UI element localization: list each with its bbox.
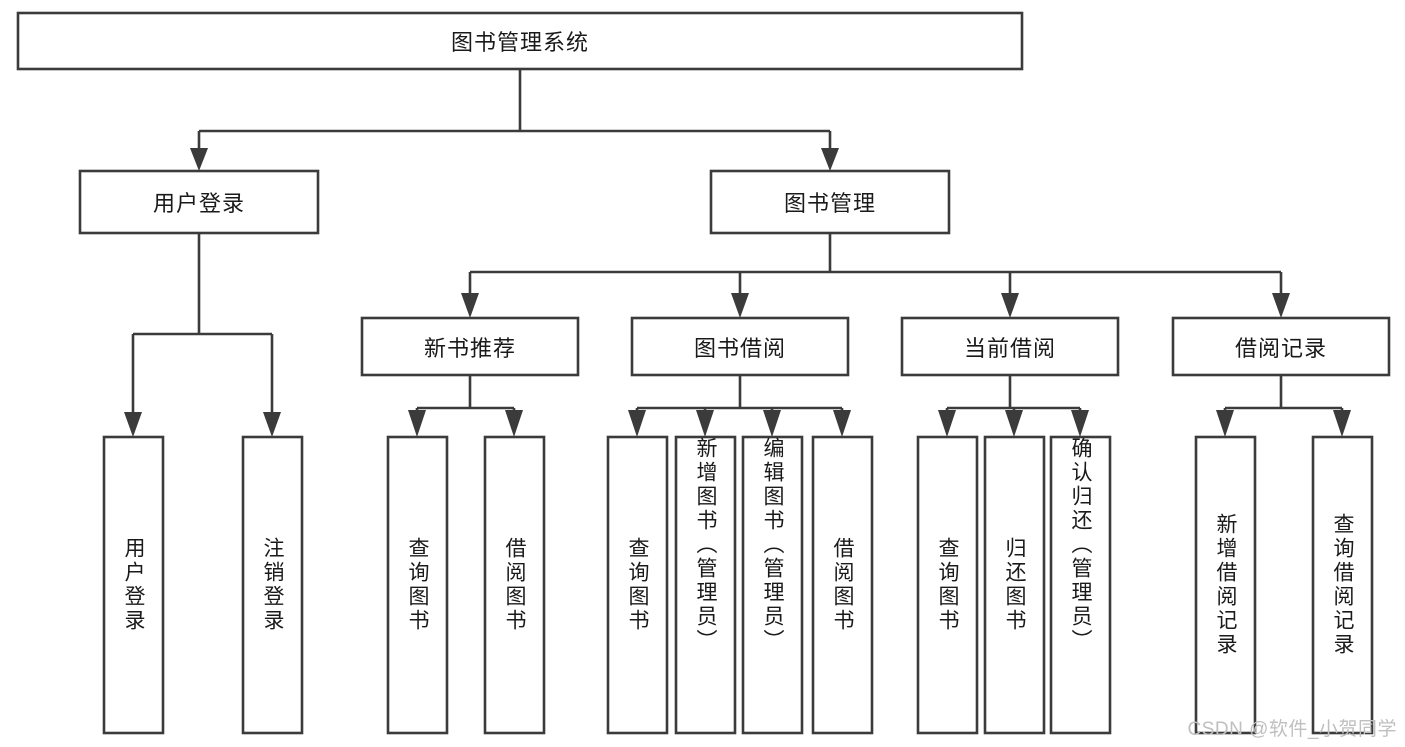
arrow-head-bb-add-book (696, 410, 714, 437)
node-box-br-query-record[interactable] (1311, 435, 1374, 735)
arrow-head-book-manage (821, 148, 839, 171)
node-box-borrow-records[interactable] (1171, 316, 1391, 377)
node-box-book-borrow[interactable] (630, 316, 850, 377)
arrow-head-user-logout-leaf (263, 412, 281, 437)
arrow-head-new-book-recommend (461, 293, 479, 318)
connector-group-user-login (124, 233, 281, 437)
arrow-head-bb-edit-book (763, 410, 781, 437)
node-box-user-login-leaf[interactable] (102, 435, 165, 735)
arrow-head-bb-borrow-book (833, 410, 851, 437)
arrow-head-user-login-leaf (124, 412, 142, 437)
connector-group-root (190, 69, 839, 171)
connector-group-book-borrow (628, 375, 851, 437)
arrow-head-cb-query-book (938, 410, 956, 437)
node-box-cb-confirm-return[interactable] (1049, 435, 1112, 735)
node-box-user-logout-leaf[interactable] (241, 435, 304, 735)
node-box-user-login[interactable] (78, 169, 320, 235)
node-box-cb-return-book[interactable] (983, 435, 1046, 735)
arrow-head-nbr-borrow-book (505, 410, 523, 437)
node-box-bb-edit-book[interactable] (741, 435, 804, 735)
connector-group-current-borrow (938, 375, 1089, 437)
connector-group-new-book-recommend (408, 375, 523, 437)
node-box-bb-add-book[interactable] (674, 435, 737, 735)
node-box-br-add-record[interactable] (1194, 435, 1257, 735)
node-box-nbr-borrow-book[interactable] (483, 435, 546, 735)
node-box-nbr-query-book[interactable] (386, 435, 449, 735)
node-box-bb-borrow-book[interactable] (811, 435, 874, 735)
node-box-bb-query-book[interactable] (606, 435, 669, 735)
node-box-new-book-recommend[interactable] (360, 316, 580, 377)
node-box-book-manage[interactable] (709, 169, 951, 235)
arrow-head-nbr-query-book (408, 410, 426, 437)
connector-group-borrow-records (1216, 375, 1351, 437)
arrow-head-book-borrow (731, 293, 749, 318)
arrow-head-user-login (190, 148, 208, 171)
node-box-current-borrow[interactable] (900, 316, 1120, 377)
connector-group-book-manage (461, 233, 1290, 318)
node-box-root[interactable] (16, 11, 1024, 71)
arrow-head-br-query-record (1333, 410, 1351, 437)
node-box-cb-query-book[interactable] (916, 435, 979, 735)
arrow-head-cb-confirm-return (1071, 410, 1089, 437)
arrow-head-cb-return-book (1005, 410, 1023, 437)
arrow-head-current-borrow (1001, 293, 1019, 318)
arrow-head-br-add-record (1216, 410, 1234, 437)
arrow-head-borrow-records (1272, 293, 1290, 318)
arrow-head-bb-query-book (628, 410, 646, 437)
